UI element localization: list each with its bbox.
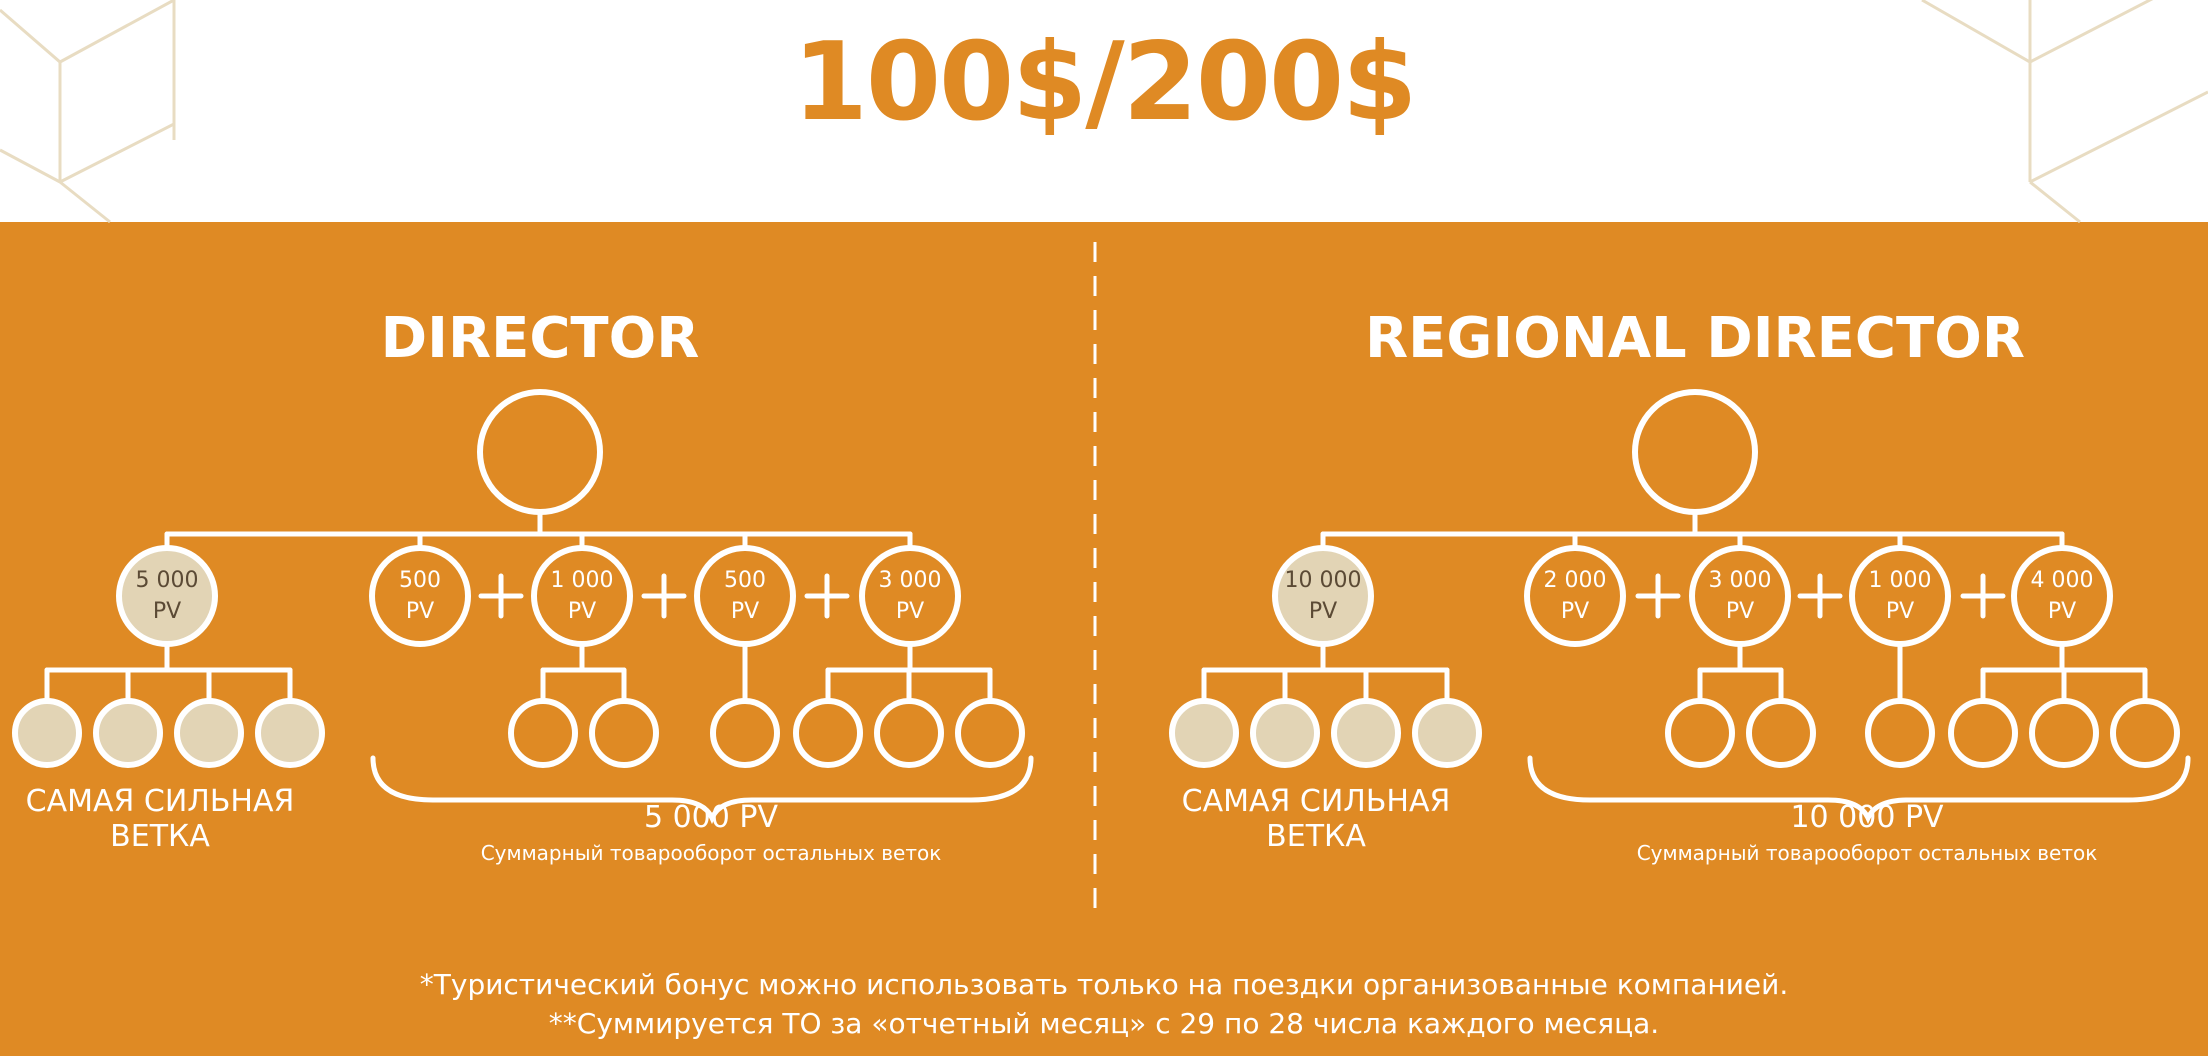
branch-child-node [1865, 698, 1935, 768]
branch-unit: PV [567, 599, 597, 624]
branch-child-node [2029, 698, 2099, 768]
branch-unit: PV [1308, 599, 1338, 624]
branch-child-node [874, 698, 944, 768]
branch-value: 1 000 [1868, 568, 1932, 593]
hexagon-decor-left [0, 0, 176, 224]
branch-child-node [955, 698, 1025, 768]
branch-unit: PV [2047, 599, 2077, 624]
tree-layer [12, 389, 2191, 825]
branch-value: 3 000 [1708, 568, 1772, 593]
branch-value: 2 000 [1543, 568, 1607, 593]
branch-unit: PV [1725, 599, 1755, 624]
footnote-reporting-month: **Суммируется ТО за «отчетный месяц» с 2… [548, 1007, 1660, 1040]
branch-unit: PV [1885, 599, 1915, 624]
branch-value: 500 [399, 568, 441, 593]
strong-branch-child-node [1169, 698, 1239, 768]
strong-branch-child-node [93, 698, 163, 768]
branch-unit: PV [730, 599, 760, 624]
branch-unit: PV [895, 599, 925, 624]
branch-value: 500 [724, 568, 766, 593]
page-title: 100$/200$ [792, 20, 1418, 145]
curly-brace-director [370, 755, 1034, 825]
branch-child-node [2110, 698, 2180, 768]
hexagon-decor-right [1921, 0, 2208, 224]
strongest-line1: САМАЯ СИЛЬНАЯ [1181, 784, 1451, 819]
panel-title-director: DIRECTOR [380, 306, 700, 371]
branch-value: 1 000 [550, 568, 614, 593]
branch-value: 3 000 [878, 568, 942, 593]
total-caption-director: Суммарный товарооборот остальных веток [480, 841, 942, 865]
total-caption-regional: Суммарный товарооборот остальных веток [1636, 841, 2098, 865]
branch-child-node [1948, 698, 2018, 768]
orange-band [0, 222, 2208, 1056]
strong-branch-child-node [255, 698, 325, 768]
total-pv-regional: 10 000 PV [1790, 800, 1944, 835]
branch-unit: PV [405, 599, 435, 624]
strong-branch-child-node [174, 698, 244, 768]
strongest-branch-label-regional: САМАЯ СИЛЬНАЯ ВЕТКА [1126, 784, 1506, 854]
branch-unit: PV [1560, 599, 1590, 624]
branch-value: 10 000 [1284, 568, 1362, 593]
curly-brace-regional [1527, 755, 2191, 825]
branch-child-node [508, 698, 578, 768]
strong-branch-child-node [1412, 698, 1482, 768]
branch-unit: PV [152, 599, 182, 624]
strongest-branch-label-director: САМАЯ СИЛЬНАЯ ВЕТКА [0, 784, 350, 854]
branch-child-node [1746, 698, 1816, 768]
strongest-line1: САМАЯ СИЛЬНАЯ [25, 784, 295, 819]
strongest-line2: ВЕТКА [1266, 819, 1366, 854]
branch-node-regional-1 [1524, 545, 1626, 647]
strong-branch-child-node [1250, 698, 1320, 768]
total-pv-director: 5 000 PV [643, 800, 779, 835]
branch-value: 5 000 [135, 568, 199, 593]
branch-node-director-1 [369, 545, 471, 647]
branch-value: 4 000 [2030, 568, 2094, 593]
branch-child-node [1665, 698, 1735, 768]
branch-child-node [589, 698, 659, 768]
strongest-line2: ВЕТКА [110, 819, 210, 854]
strong-branch-child-node [12, 698, 82, 768]
branch-child-node [793, 698, 863, 768]
branch-child-node [710, 698, 780, 768]
panel-title-regional-director: REGIONAL DIRECTOR [1365, 306, 2025, 371]
strong-branch-child-node [1331, 698, 1401, 768]
footnote-tourist-bonus: *Туристический бонус можно использовать … [419, 968, 1789, 1001]
